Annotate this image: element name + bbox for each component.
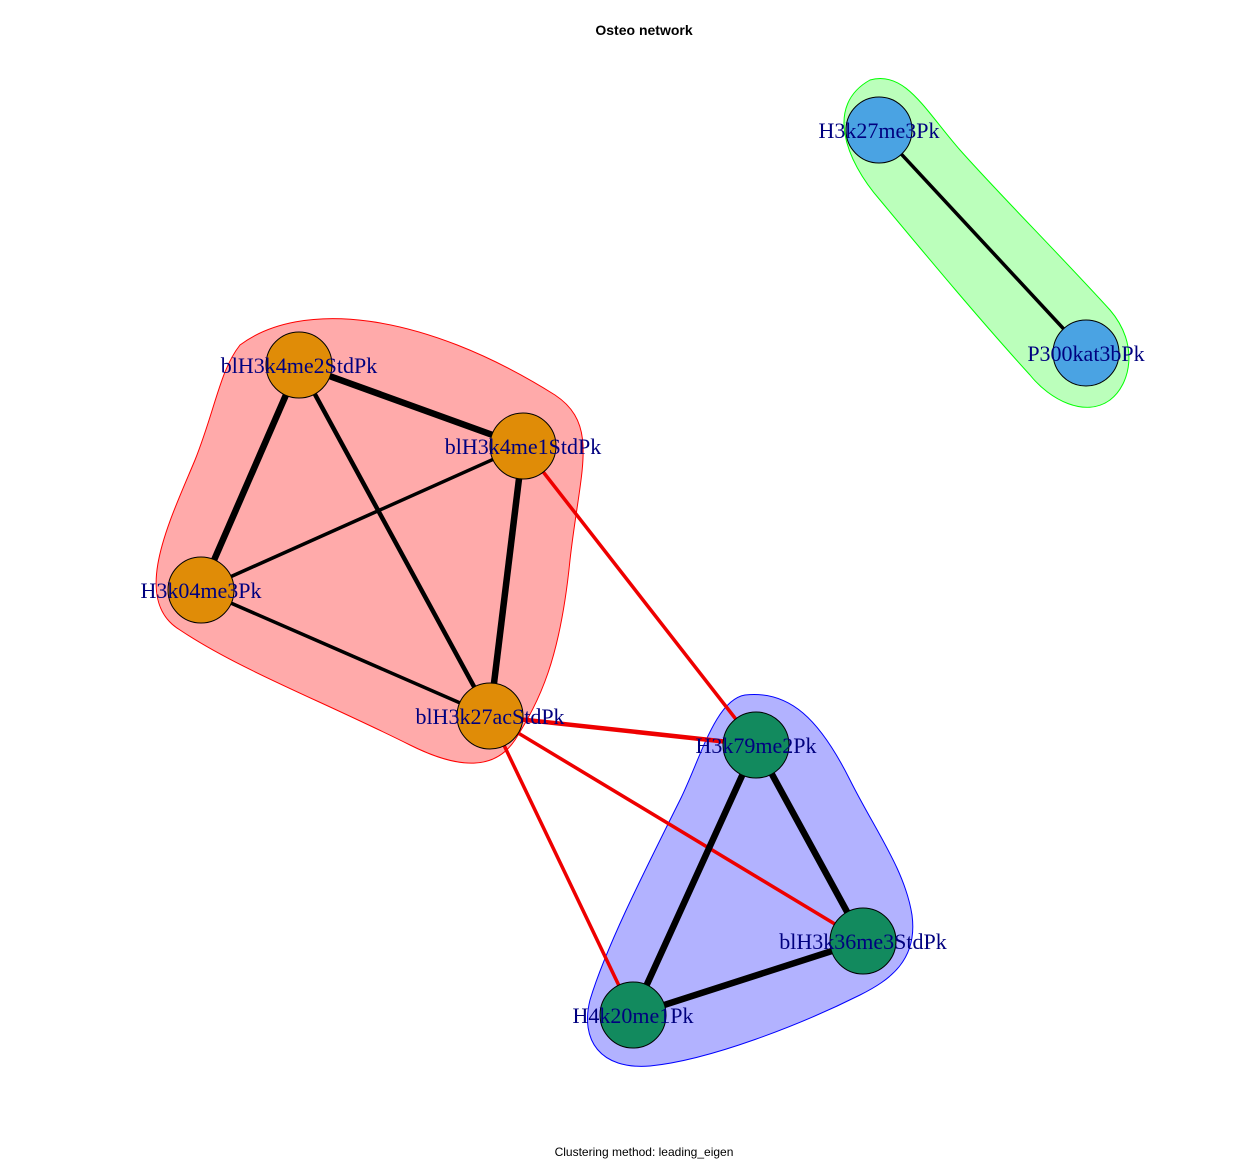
edge-blH3k4me2StdPk-H3k04me3Pk (198, 363, 302, 592)
edge-blH3k4me2StdPk-blH3k27acStdPk (297, 363, 492, 718)
edge-H3k27me3Pk-P300kat3bPk (877, 128, 1088, 355)
node-blH3k4me1StdPk (489, 412, 557, 480)
node-label-blH3k36me3StdPk: blH3k36me3StdPk (779, 929, 946, 954)
edge-H3k79me2Pk-H4k20me1Pk (630, 743, 759, 1017)
node-label-H4k20me1Pk: H4k20me1Pk (573, 1003, 694, 1028)
node-H3k79me2Pk (722, 711, 790, 779)
node-label-H3k27me3Pk: H3k27me3Pk (819, 118, 940, 143)
node-blH3k27acStdPk (456, 682, 524, 750)
edge-blH3k36me3StdPk-H4k20me1Pk (632, 937, 864, 1019)
node-H4k20me1Pk (599, 981, 667, 1049)
node-label-H3k04me3Pk: H3k04me3Pk (141, 578, 262, 603)
edge-blH3k27acStdPk-H4k20me1Pk (488, 715, 635, 1016)
node-layer (167, 96, 1120, 1049)
edge-blH3k27acStdPk-blH3k36me3StdPk (489, 714, 864, 943)
edge-blH3k27acStdPk-H3k79me2Pk (489, 713, 757, 748)
node-label-P300kat3bPk: P300kat3bPk (1027, 341, 1144, 366)
edge-H3k79me2Pk-blH3k36me3StdPk (753, 743, 866, 943)
node-label-blH3k27acStdPk: blH3k27acStdPk (415, 704, 564, 729)
node-P300kat3bPk (1052, 319, 1120, 387)
edge-blH3k4me1StdPk-H3k79me2Pk (521, 444, 758, 747)
node-label-blH3k4me2StdPk: blH3k4me2StdPk (221, 353, 377, 378)
node-label-blH3k4me1StdPk: blH3k4me1StdPk (445, 434, 601, 459)
node-blH3k36me3StdPk (829, 907, 897, 975)
node-label-H3k79me2Pk: H3k79me2Pk (696, 733, 817, 758)
edge-blH3k4me2StdPk-blH3k4me1StdPk (297, 361, 525, 450)
node-blH3k4me2StdPk (265, 331, 333, 399)
clustering-caption: Clustering method: leading_eigen (555, 1145, 734, 1159)
node-H3k04me3Pk (167, 556, 235, 624)
edge-blH3k4me1StdPk-H3k04me3Pk (200, 444, 524, 592)
node-H3k27me3Pk (845, 96, 913, 164)
chart-title: Osteo network (595, 22, 692, 38)
edge-layer (198, 128, 1088, 1019)
cluster-hull-blue (587, 693, 914, 1067)
edge-H3k04me3Pk-blH3k27acStdPk (200, 588, 491, 718)
cluster-hulls (155, 78, 1130, 1067)
edge-blH3k4me1StdPk-blH3k27acStdPk (486, 445, 527, 717)
